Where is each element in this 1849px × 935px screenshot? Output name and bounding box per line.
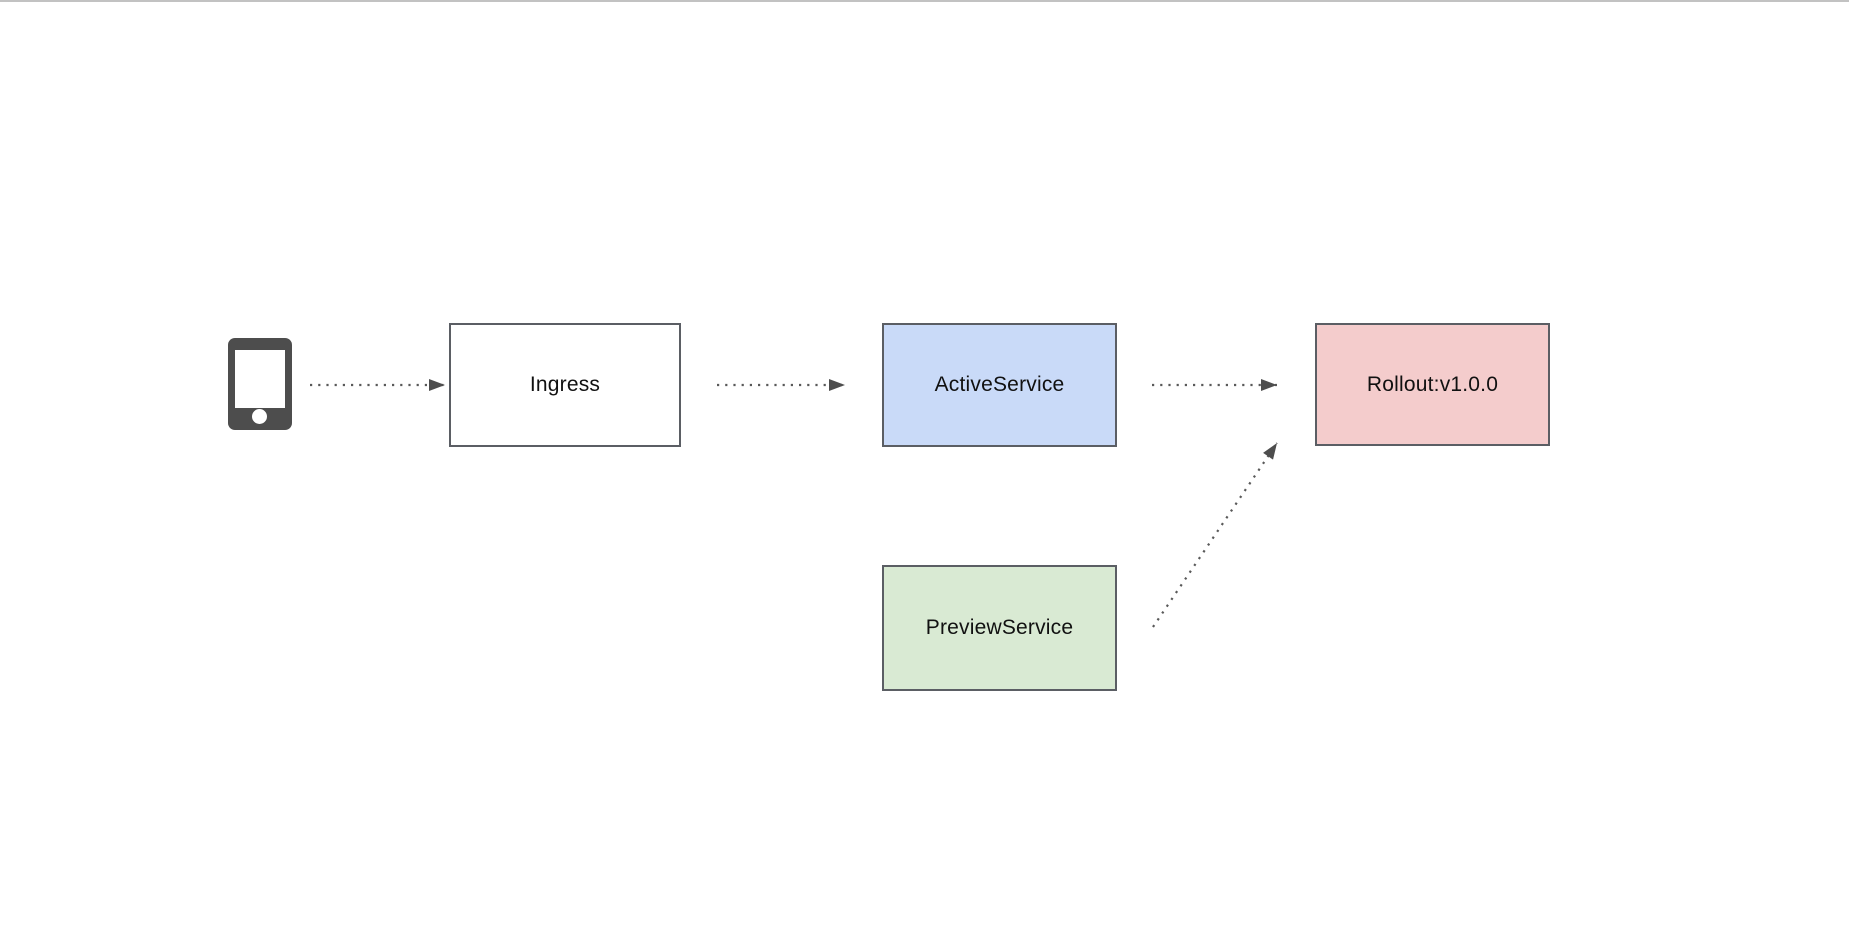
top-rule [0, 0, 1849, 2]
smartphone-icon [228, 338, 292, 430]
smartphone-screen [235, 350, 285, 408]
smartphone-home-button [252, 409, 267, 424]
node-active-service-label: ActiveService [934, 373, 1065, 396]
node-ingress: Ingress [449, 323, 681, 447]
node-active-service: ActiveService [882, 323, 1117, 447]
node-preview-service: PreviewService [882, 565, 1117, 691]
edge-previewservice-to-rollout [1152, 442, 1278, 628]
node-rollout: Rollout:v1.0.0 [1315, 323, 1550, 446]
node-preview-service-label: PreviewService [925, 616, 1074, 639]
node-rollout-label: Rollout:v1.0.0 [1366, 372, 1499, 396]
node-ingress-label: Ingress [529, 373, 601, 396]
